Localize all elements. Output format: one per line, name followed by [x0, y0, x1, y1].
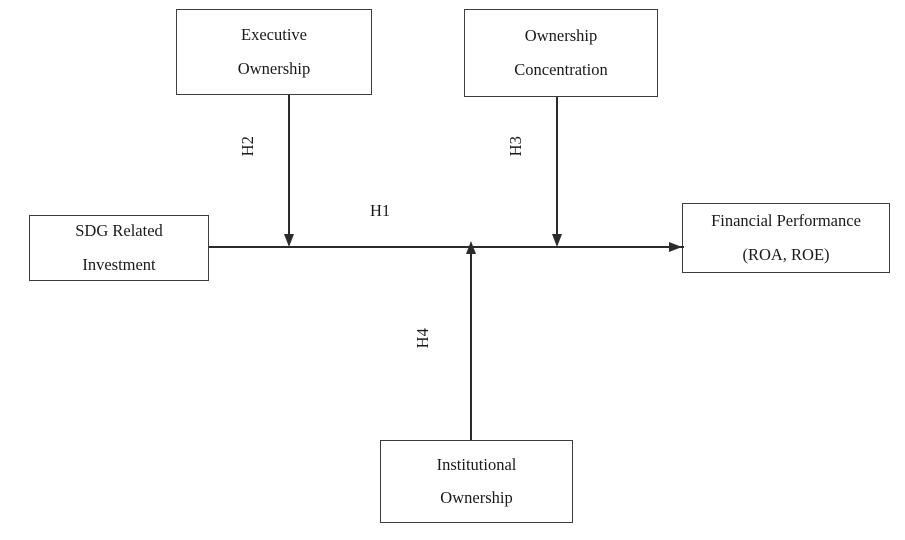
hypothesis-label-h4: H4: [412, 328, 432, 349]
edge-h3-arrowhead: [551, 234, 562, 247]
edge-h1-line: [209, 246, 684, 248]
edge-h3-line: [556, 97, 558, 239]
node-label-line1: Executive: [241, 25, 307, 44]
hypothesis-label-h1: H1: [370, 201, 391, 220]
node-label-line2: Ownership: [440, 488, 513, 507]
node-label-line1: Ownership: [524, 26, 598, 45]
node-executive-ownership: Executive Ownership: [176, 9, 372, 95]
node-ownership-concentration: Ownership Concentration: [464, 9, 658, 97]
node-label-line1: Financial Performance: [711, 211, 861, 230]
edge-h4-arrowhead: [465, 241, 476, 254]
node-label-line1: SDG Related: [75, 221, 163, 240]
node-label-line2: (ROA, ROE): [742, 244, 830, 264]
node-label-line2: Concentration: [514, 59, 608, 79]
node-financial-performance: Financial Performance (ROA, ROE): [682, 203, 890, 273]
node-label-line2: Investment: [82, 254, 156, 274]
edge-h2-line: [288, 95, 290, 239]
hypothesis-label-h3: H3: [505, 136, 525, 157]
node-label-line1: Institutional: [436, 454, 517, 474]
node-sdg-related-investment: SDG Related Investment: [29, 215, 209, 281]
node-label-line2: Ownership: [237, 58, 311, 78]
edge-h2-arrowhead: [283, 234, 294, 247]
node-institutional-ownership: Institutional Ownership: [380, 440, 573, 523]
hypothesis-label-h2: H2: [237, 136, 257, 157]
edge-h4-line: [470, 254, 472, 440]
edge-h1-arrowhead: [669, 241, 682, 252]
